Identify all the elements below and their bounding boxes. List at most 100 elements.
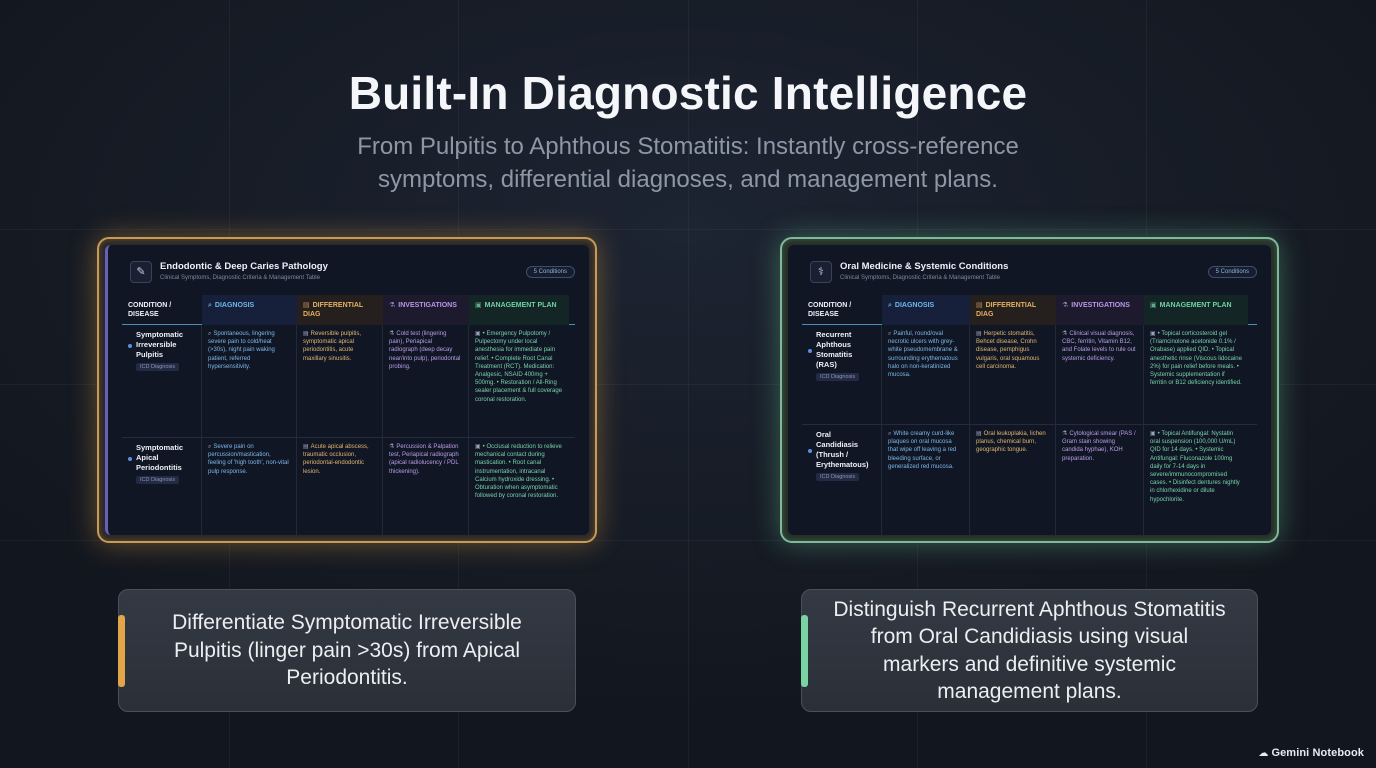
condition-name: Recurrent Aphthous Stomatitis (RAS) [816, 330, 853, 369]
management-cell: ▣• Occlusal reduction to relieve mechani… [469, 438, 569, 535]
differential-cell: ▤Acute apical abscess, traumatic occlusi… [297, 438, 383, 535]
column-header-diagnosis[interactable]: ⌕DIAGNOSIS [202, 295, 297, 325]
investigations-cell: ⚗Cold test (lingering pain), Periapical … [383, 325, 469, 437]
differential-cell: ▤Oral leukoplakia, lichen planus, chemic… [970, 425, 1056, 535]
caption-card-pulpitis: Differentiate Symptomatic Irreversible P… [118, 589, 576, 712]
table-header-bar: ⚕ Oral Medicine & Systemic Conditions Cl… [810, 259, 1257, 289]
brand-label: Gemini Notebook [1271, 747, 1364, 759]
diagnosis-cell: ⌕Spontaneous, lingering severe pain to c… [202, 325, 297, 437]
flask-icon: ⚗ [389, 302, 396, 309]
bullet-dot [808, 449, 812, 453]
oral-medicine-table-panel: ⚕ Oral Medicine & Systemic Conditions Cl… [780, 237, 1279, 543]
differential-cell: ▤Reversible pulpitis, symptomatic apical… [297, 325, 383, 437]
clipboard-icon: ▣ [1150, 431, 1156, 437]
page-subtitle: From Pulpitis to Aphthous Stomatitis: In… [357, 133, 1019, 193]
investigations-text: Clinical visual diagnosis, CBC, ferritin… [1062, 331, 1136, 362]
investigations-text: Cytological smear (PAS / Gram stain show… [1062, 431, 1136, 462]
column-header-differential[interactable]: ▤DIFFERENTIAL DIAG [970, 295, 1056, 325]
column-header-label: DIAGNOSIS [214, 302, 255, 309]
diagnosis-text: Spontaneous, lingering severe pain to co… [208, 331, 275, 370]
condition-cell: Symptomatic Irreversible Pulpitis ICD Di… [122, 325, 202, 437]
document-icon: ▤ [976, 431, 982, 437]
search-icon: ⌕ [208, 302, 212, 309]
diagnosis-text: Severe pain on percussion/mastication, f… [208, 444, 289, 475]
search-icon: ⌕ [208, 331, 212, 337]
grid-line [688, 0, 689, 768]
bullet-dot [128, 344, 132, 348]
accent-bar [801, 615, 808, 687]
stethoscope-icon: ⚕ [810, 261, 832, 283]
condition-table: CONDITION / DISEASE ⌕DIAGNOSIS ▤DIFFEREN… [802, 295, 1257, 535]
document-icon: ▤ [303, 444, 309, 450]
table-title: Endodontic & Deep Caries Pathology [160, 261, 328, 272]
clipboard-icon: ▣ [475, 302, 482, 309]
diagnosis-cell: ⌕Severe pain on percussion/mastication, … [202, 438, 297, 535]
table-subtitle: Clinical Symptoms, Diagnostic Criteria &… [840, 275, 1000, 281]
caption-text: Differentiate Symptomatic Irreversible P… [172, 611, 522, 690]
management-cell: ▣• Emergency Pulpotomy / Pulpectomy unde… [469, 325, 569, 437]
table-screen: ⚕ Oral Medicine & Systemic Conditions Cl… [788, 245, 1271, 535]
clipboard-icon: ▣ [1150, 302, 1157, 309]
column-header-investigations[interactable]: ⚗INVESTIGATIONS [383, 295, 469, 325]
grid-line [0, 229, 1376, 230]
pencil-icon: ✎ [130, 261, 152, 283]
column-header-differential[interactable]: ▤DIFFERENTIAL DIAG [297, 295, 383, 325]
flask-icon: ⚗ [389, 331, 395, 337]
management-cell: ▣• Topical Antifungal: Nystatin oral sus… [1144, 425, 1248, 535]
caption-card-stomatitis: Distinguish Recurrent Aphthous Stomatiti… [801, 589, 1258, 712]
bullet-dot [128, 457, 132, 461]
search-icon: ⌕ [888, 431, 892, 437]
column-header-condition[interactable]: CONDITION / DISEASE [128, 302, 172, 318]
column-header-label: MANAGEMENT PLAN [1159, 302, 1232, 309]
column-header-label: INVESTIGATIONS [398, 302, 457, 309]
brand-watermark: ☁Gemini Notebook [1258, 747, 1364, 759]
management-text: • Topical Antifungal: Nystatin oral susp… [1150, 431, 1240, 503]
flask-icon: ⚗ [1062, 302, 1069, 309]
clipboard-icon: ▣ [475, 331, 481, 337]
document-icon: ▤ [303, 302, 310, 309]
differential-text: Reversible pulpitis, symptomatic apical … [303, 331, 362, 362]
table-row[interactable]: Recurrent Aphthous Stomatitis (RAS) ICD … [802, 325, 1257, 425]
diagnosis-text: White creamy curd-like plaques on oral m… [888, 431, 957, 470]
diagnosis-text: Painful, round/oval necrotic ulcers with… [888, 331, 958, 379]
column-header-label: DIFFERENTIAL DIAG [976, 302, 1037, 318]
icd-tag: ICD Diagnosis [816, 373, 860, 381]
table-header-bar: ✎ Endodontic & Deep Caries Pathology Cli… [130, 259, 575, 289]
column-header-investigations[interactable]: ⚗INVESTIGATIONS [1056, 295, 1144, 325]
management-cell: ▣• Topical corticosteroid gel (Triamcino… [1144, 325, 1248, 424]
bullet-dot [808, 349, 812, 353]
conditions-badge[interactable]: 5 Conditions [525, 266, 575, 278]
investigations-text: Percussion & Palpation test, Periapical … [389, 444, 459, 475]
icd-tag: ICD Diagnosis [136, 363, 180, 371]
condition-name: Symptomatic Irreversible Pulpitis [136, 330, 184, 359]
table-row[interactable]: Symptomatic Apical Periodontitis ICD Dia… [122, 438, 575, 535]
differential-text: Acute apical abscess, traumatic occlusio… [303, 444, 369, 475]
condition-name: Oral Candidiasis (Thrush / Erythematous) [816, 430, 869, 469]
endodontic-table-panel: ✎ Endodontic & Deep Caries Pathology Cli… [97, 237, 597, 543]
search-icon: ⌕ [208, 444, 212, 450]
investigations-cell: ⚗Cytological smear (PAS / Gram stain sho… [1056, 425, 1144, 535]
column-header-label: INVESTIGATIONS [1071, 302, 1130, 309]
column-header-management[interactable]: ▣MANAGEMENT PLAN [469, 295, 569, 325]
column-header-management[interactable]: ▣MANAGEMENT PLAN [1144, 295, 1248, 325]
page-title: Built-In Diagnostic Intelligence [348, 67, 1028, 119]
investigations-cell: ⚗Percussion & Palpation test, Periapical… [383, 438, 469, 535]
document-icon: ▤ [303, 331, 309, 337]
grid-line [0, 384, 1376, 385]
differential-text: Herpetic stomatitis, Behcet disease, Cro… [976, 331, 1040, 370]
column-header-label: DIFFERENTIAL DIAG [303, 302, 364, 318]
column-header-condition[interactable]: CONDITION / DISEASE [808, 302, 852, 318]
search-icon: ⌕ [888, 331, 892, 337]
table-row[interactable]: Symptomatic Irreversible Pulpitis ICD Di… [122, 325, 575, 438]
column-header-diagnosis[interactable]: ⌕DIAGNOSIS [882, 295, 970, 325]
table-head: CONDITION / DISEASE ⌕DIAGNOSIS ▤DIFFEREN… [802, 295, 1257, 325]
table-row[interactable]: Oral Candidiasis (Thrush / Erythematous)… [802, 425, 1257, 535]
accent-bar [118, 615, 125, 687]
column-header-label: DIAGNOSIS [894, 302, 935, 309]
management-text: • Topical corticosteroid gel (Triamcinol… [1150, 331, 1242, 387]
diagnosis-cell: ⌕Painful, round/oval necrotic ulcers wit… [882, 325, 970, 424]
condition-cell: Recurrent Aphthous Stomatitis (RAS) ICD … [802, 325, 882, 424]
icd-tag: ICD Diagnosis [136, 476, 180, 484]
conditions-badge[interactable]: 5 Conditions [1207, 266, 1257, 278]
management-text: • Occlusal reduction to relieve mechanic… [475, 444, 562, 500]
